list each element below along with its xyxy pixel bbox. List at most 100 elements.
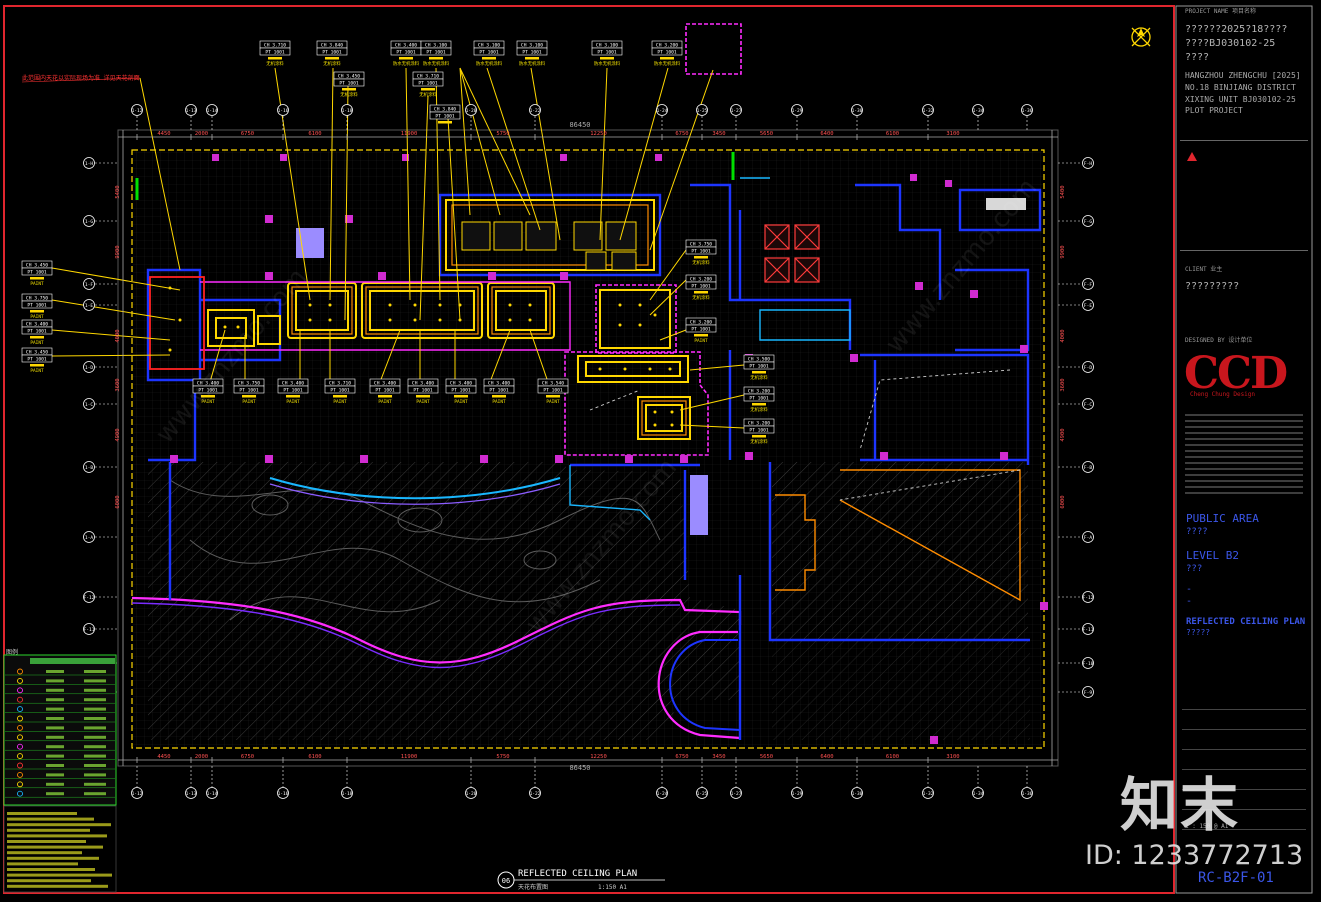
axis-bubble — [1082, 278, 1094, 290]
tag-note: PAINT — [30, 340, 44, 346]
axis-bubble — [341, 104, 353, 116]
soffit-outlines — [564, 23, 742, 456]
axis-label: F-11 — [84, 627, 95, 633]
tag-ch: CH 3.400 — [412, 381, 434, 387]
axis-bubble — [1082, 461, 1094, 473]
tag-pt: PT 1001 — [749, 364, 769, 370]
legend-text-block — [84, 782, 106, 786]
axis-bubble — [83, 461, 95, 473]
tag-pt: PT 1001 — [489, 388, 509, 394]
axis-label: 1-22 — [530, 791, 541, 797]
tag-pt-box — [412, 78, 444, 87]
legend-symbol-icon — [17, 734, 23, 741]
titleblock-frame — [1175, 5, 1313, 894]
axis-label: 1-12 — [132, 108, 143, 114]
dim-text: 3600 — [1060, 378, 1066, 391]
legend-text-block — [46, 679, 64, 683]
axis-label: 1-H — [85, 161, 93, 167]
legend-text-block — [84, 679, 106, 683]
axis-label: 1-29 — [792, 108, 803, 114]
tag-ch: CH 3.710 — [264, 43, 286, 49]
tag-pt-box — [743, 361, 775, 370]
tag-marker — [333, 395, 347, 398]
tag-marker — [30, 336, 44, 339]
tag-ch: CH 3.450 — [26, 263, 48, 269]
tag-marker — [752, 403, 766, 406]
axis-label: 1-29 — [792, 791, 803, 797]
tb-dash-1: - — [1186, 584, 1193, 595]
note-text-block — [7, 856, 99, 860]
tag-marker — [752, 371, 766, 374]
tag-pt-box — [369, 385, 401, 394]
dim-text: 4900 — [1060, 428, 1066, 441]
tag-pt: PT 1001 — [283, 388, 303, 394]
tag-pt: PT 1001 — [479, 50, 499, 56]
note-text-block — [7, 862, 78, 866]
axis-bubble — [206, 104, 218, 116]
tag-note: PAINT — [30, 281, 44, 287]
designer-info-lines — [1185, 410, 1303, 498]
axis-label: 1-25 — [697, 108, 708, 114]
tag-pt: PT 1001 — [339, 81, 359, 87]
tag-pt: PT 1001 — [543, 388, 563, 394]
dim-text: 5650 — [760, 131, 773, 137]
axis-label: F-12 — [84, 595, 95, 601]
ccd-logo-sub: Cheng Chung Design — [1190, 391, 1256, 398]
tag-pt: PT 1001 — [413, 388, 433, 394]
tb-project-cn-1: ??????2025?18???? — [1185, 24, 1288, 35]
axis-bubble — [83, 531, 95, 543]
red-revision-box — [149, 276, 205, 370]
tag-marker — [492, 395, 506, 398]
note-text-block — [7, 834, 107, 838]
tb-info-grid — [1182, 690, 1306, 830]
dim-text: 11900 — [401, 754, 418, 760]
tag-note: 无机涂料 — [340, 91, 358, 98]
axis-label: 1-20 — [466, 791, 477, 797]
axis-label: F-10 — [1083, 661, 1094, 667]
tb-designer-label: DESIGNED BY 设计单位 — [1185, 337, 1253, 344]
legend-text-block — [84, 726, 106, 730]
note-text-block — [7, 868, 95, 871]
note-text-block — [7, 884, 108, 888]
dim-text: 6100 — [308, 754, 321, 760]
tag-pt: PT 1001 — [27, 329, 47, 335]
dim-text: 5750 — [496, 754, 509, 760]
dim-text: 5400 — [115, 185, 121, 198]
tb-client-label: CLIENT 业主 — [1185, 266, 1223, 273]
axis-bubble — [83, 299, 95, 311]
axis-bubble — [83, 215, 95, 227]
landscape-contours — [169, 479, 661, 621]
legend-text-block — [46, 745, 64, 749]
axis-bubble — [791, 104, 803, 116]
tag-ch: CH 3.400 — [395, 43, 417, 49]
tb-divider-1 — [1180, 140, 1308, 141]
axis-bubble — [83, 623, 95, 635]
tb-level-cn: ??? — [1186, 564, 1203, 574]
tb-level-en: LEVEL B2 — [1186, 549, 1239, 562]
tag-marker — [482, 57, 496, 60]
light-fixtures — [168, 286, 674, 427]
tag-note: 无机涂料 — [750, 438, 768, 445]
note-text-block — [7, 840, 86, 843]
tag-pt-box — [685, 246, 717, 255]
tag-marker — [416, 395, 430, 398]
axis-bubble — [1082, 215, 1094, 227]
legend-symbol-icon — [17, 724, 23, 731]
dim-text: 5650 — [760, 754, 773, 760]
warning-icon — [1187, 152, 1197, 161]
legend-symbol-icon — [17, 771, 23, 778]
tag-ch: CH 3.750 — [26, 296, 48, 302]
tag-pt-box — [591, 47, 623, 56]
dim-text: 3100 — [946, 131, 959, 137]
axis-label: 1-18 — [342, 791, 353, 797]
tag-pt: PT 1001 — [691, 249, 711, 255]
axis-label: 1-14 — [207, 791, 218, 797]
tag-note: 无机涂料 — [692, 259, 710, 266]
dim-text: 12250 — [590, 754, 607, 760]
tb-area-cn: ???? — [1186, 527, 1208, 537]
tag-marker — [694, 334, 708, 337]
axis-label: F-A — [1084, 535, 1092, 541]
tb-area-en: PUBLIC AREA — [1186, 512, 1259, 525]
